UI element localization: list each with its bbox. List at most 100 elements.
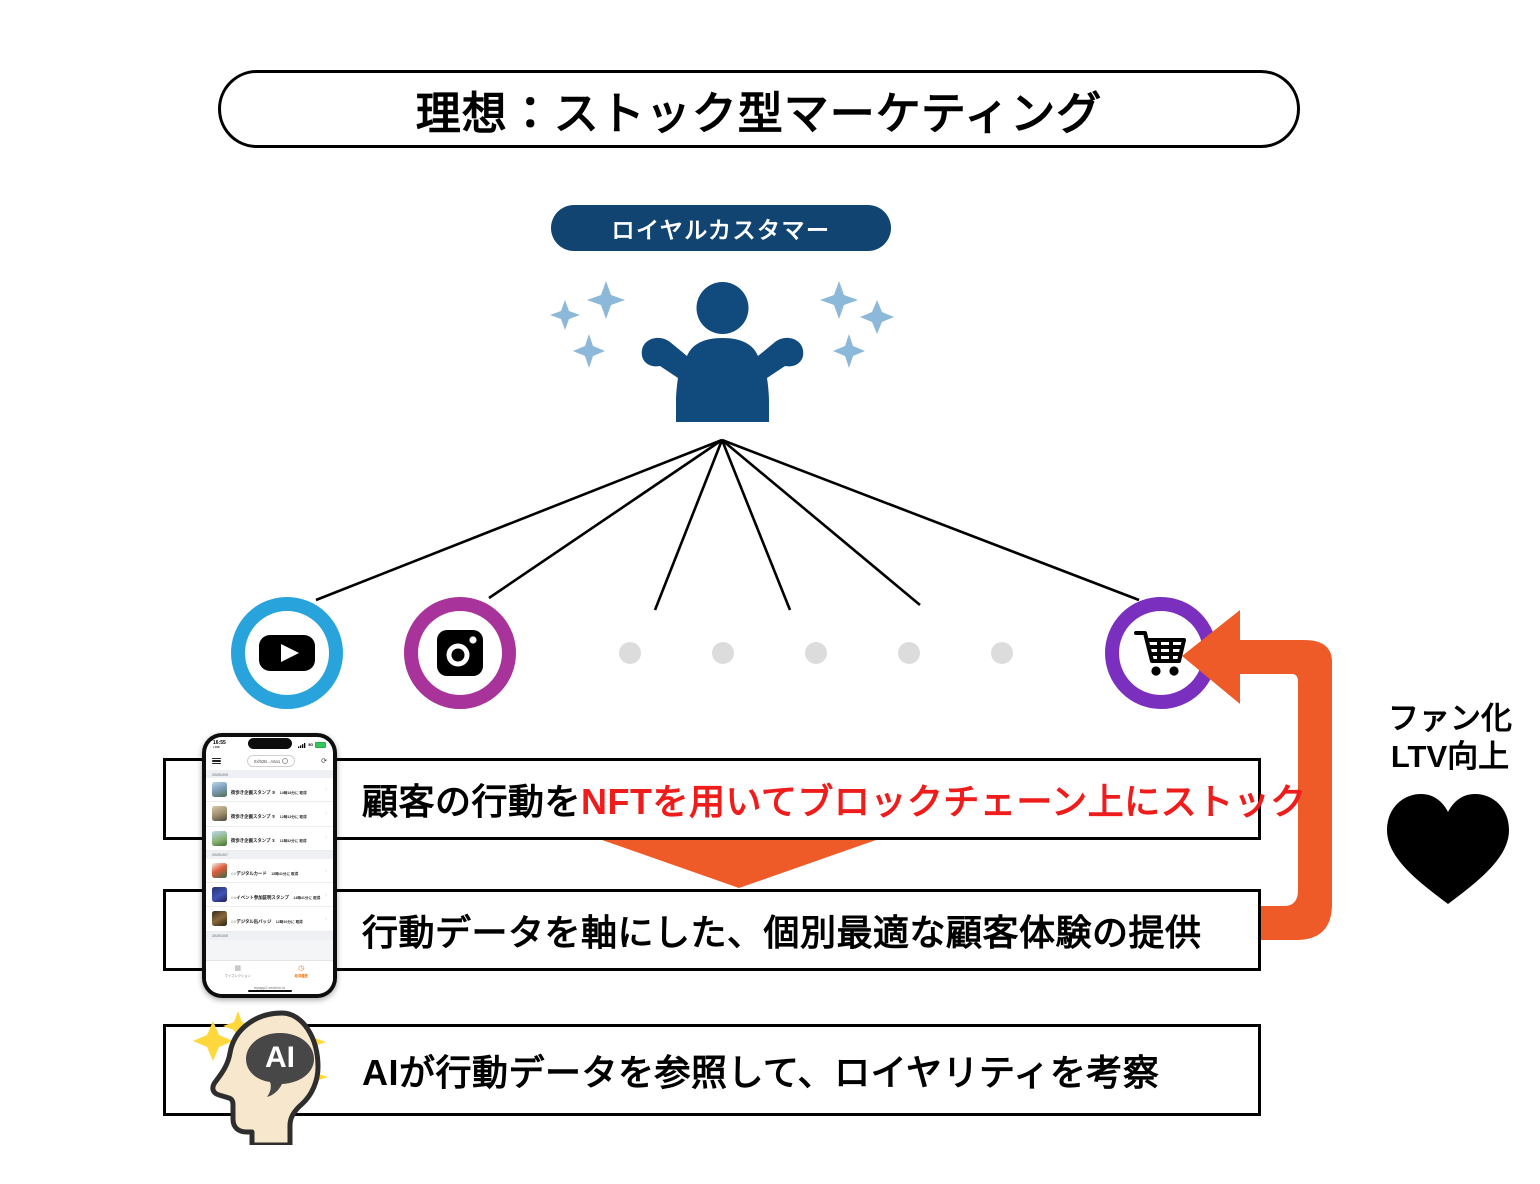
info-box-nft-highlight: NFTを用いてブロックチェーン上にストック: [581, 781, 1307, 822]
sparkle-icon: [587, 281, 625, 319]
channel-cart[interactable]: [1105, 597, 1217, 709]
list-item-subtitle: 14時18分に 取得: [279, 790, 307, 795]
tab-my-collection-label: マイコレクション: [224, 973, 251, 978]
status-left: 16:55 LINE: [213, 741, 226, 749]
copy-icon[interactable]: [282, 758, 289, 764]
loyal-customer-badge-label: ロイヤルカスタマー: [611, 217, 831, 243]
phone-url-text: myapp2.xxxhive.io: [253, 985, 286, 990]
list-item-subtitle: 15時41分に 取得: [271, 871, 299, 876]
fan-label: ファン化 LTV向上: [1370, 700, 1530, 776]
list-item[interactable]: 街歩き企画スタンプ ③ 14時18分に 取得 ›: [206, 778, 333, 803]
list-item[interactable]: ○○イベント参加証明スタンプ 14時41分に 取得 ›: [206, 883, 333, 908]
info-box-nft-plain: 顧客の行動を: [362, 781, 582, 822]
list-item-text: ○○デジタル缶バッジ 12時10分に 取得: [231, 910, 321, 928]
youtube-icon: [259, 635, 315, 671]
chevron-right-icon: ›: [325, 835, 327, 842]
nft-history-list[interactable]: 2025/10/9 街歩き企画スタンプ ③ 14時18分に 取得 › 街歩き企画…: [206, 770, 333, 960]
chevron-right-icon: ›: [325, 810, 327, 817]
list-item-subtitle: 11時32分に 取得: [279, 839, 307, 844]
battery-icon: [315, 741, 326, 749]
nft-thumbnail: [212, 863, 227, 879]
status-network: 5G: [308, 743, 313, 747]
sparkle-icon: [833, 334, 865, 368]
chevron-right-icon: ›: [325, 891, 327, 898]
nft-thumbnail: [212, 911, 227, 927]
status-right: 5G: [298, 741, 326, 749]
phone-status-bar: 16:55 LINE 5G: [206, 737, 333, 752]
placeholder-dot: [805, 642, 827, 664]
fan-label-line2: LTV向上: [1390, 738, 1510, 774]
page-title-text: 理想：ストック型マーケティング: [415, 87, 1103, 139]
list-item-title: ○○イベント参加証明スタンプ: [231, 894, 289, 900]
list-item-title: ○○デジタル缶バッジ: [231, 918, 272, 924]
list-item-title: 街歩き企画スタンプ ①: [231, 838, 276, 844]
phone-notch: [247, 738, 292, 749]
list-item-title: ○○デジタルカード: [231, 870, 267, 876]
chevron-right-icon: ›: [325, 867, 327, 874]
signal-icon: [298, 742, 306, 748]
channel-instagram[interactable]: [404, 597, 516, 709]
refresh-icon[interactable]: ⟳: [321, 757, 327, 765]
sparkle-icon: [550, 300, 580, 330]
camera-icon: [437, 630, 483, 676]
list-item-title: 街歩き企画スタンプ ②: [231, 813, 276, 819]
sparkle-icon: [573, 334, 605, 368]
list-item-text: ○○イベント参加証明スタンプ 14時41分に 取得: [231, 886, 321, 904]
date-header: 2025/10/9: [206, 770, 333, 779]
phone-tab-bar: ▦ マイコレクション ◷ 取得履歴: [206, 960, 333, 981]
placeholder-dot: [898, 642, 920, 664]
phone-mockup: 16:55 LINE 5G 0xf92B...A6: [202, 733, 337, 998]
list-item[interactable]: ○○デジタルカード 15時41分に 取得 ›: [206, 858, 333, 884]
info-box-cx: 行動データを軸にした、個別最適な顧客体験の提供: [163, 889, 1261, 971]
list-item[interactable]: ○○デジタル缶バッジ 12時10分に 取得 ›: [206, 907, 333, 932]
nft-thumbnail: [212, 806, 227, 822]
channel-youtube[interactable]: [231, 597, 343, 709]
sparkle-icon: [860, 300, 894, 334]
chevron-right-icon: ›: [325, 786, 327, 793]
placeholder-dot: [712, 642, 734, 664]
heart-icon: [1387, 794, 1509, 904]
phone-url-bar[interactable]: myapp2.xxxhive.io: [206, 981, 333, 994]
date-header: 2025/10/7: [206, 850, 333, 859]
info-box-nft-text: 顧客の行動をNFTを用いてブロックチェーン上にストック: [362, 773, 1307, 825]
page-title: 理想：ストック型マーケティング: [218, 70, 1300, 148]
list-item-title: 街歩き企画スタンプ ③: [231, 789, 276, 795]
info-box-cx-text: 行動データを軸にした、個別最適な顧客体験の提供: [362, 912, 1202, 953]
list-item-subtitle: 14時41分に 取得: [293, 895, 321, 900]
nft-thumbnail: [212, 887, 227, 903]
placeholder-dot: [619, 642, 641, 664]
date-header: 2025/10/5: [206, 931, 333, 940]
hamburger-icon[interactable]: [212, 757, 221, 765]
tab-history-label: 取得履歴: [294, 973, 308, 978]
info-box-nft: 顧客の行動をNFTを用いてブロックチェーン上にストック: [163, 758, 1306, 840]
list-item-subtitle: 12時10分に 取得: [275, 919, 303, 924]
tab-history[interactable]: ◷ 取得履歴: [270, 961, 334, 981]
wallet-address-text: 0xf92B...A6a1: [253, 758, 281, 764]
phone-app-header: 0xf92B...A6a1 ⟳: [206, 752, 333, 770]
chevron-right-icon: ›: [325, 915, 327, 922]
wallet-address-pill[interactable]: 0xf92B...A6a1: [246, 755, 296, 767]
tab-my-collection[interactable]: ▦ マイコレクション: [206, 961, 270, 981]
info-box-ai: AIが行動データを参照して、ロイヤリティを考察: [163, 1024, 1261, 1116]
list-item-subtitle: 12時13分に 取得: [279, 814, 307, 819]
history-icon: ◷: [298, 964, 305, 972]
status-app-label: LINE: [213, 745, 220, 749]
down-arrow-icon: [602, 840, 876, 888]
placeholder-dot: [991, 642, 1013, 664]
home-indicator: [247, 989, 292, 992]
loyal-customer-badge: ロイヤルカスタマー: [551, 205, 891, 251]
list-item-text: 街歩き企画スタンプ ① 11時32分に 取得: [231, 829, 321, 847]
phone-screen: 16:55 LINE 5G 0xf92B...A6: [206, 737, 333, 994]
nft-thumbnail: [212, 782, 227, 798]
info-box-ai-text: AIが行動データを参照して、ロイヤリティを考察: [362, 1052, 1160, 1093]
strong-person-icon: [641, 282, 804, 422]
list-item[interactable]: 街歩き企画スタンプ ① 11時32分に 取得 ›: [206, 826, 333, 851]
ai-head-icon: AI: [193, 1010, 328, 1145]
list-item-text: ○○デジタルカード 15時41分に 取得: [231, 862, 321, 880]
svg-text:AI: AI: [265, 1041, 295, 1074]
collection-icon: ▦: [234, 964, 242, 972]
sparkle-icon: [820, 281, 858, 319]
list-item[interactable]: 街歩き企画スタンプ ② 12時13分に 取得 ›: [206, 802, 333, 827]
status-time: 16:55: [213, 740, 226, 746]
